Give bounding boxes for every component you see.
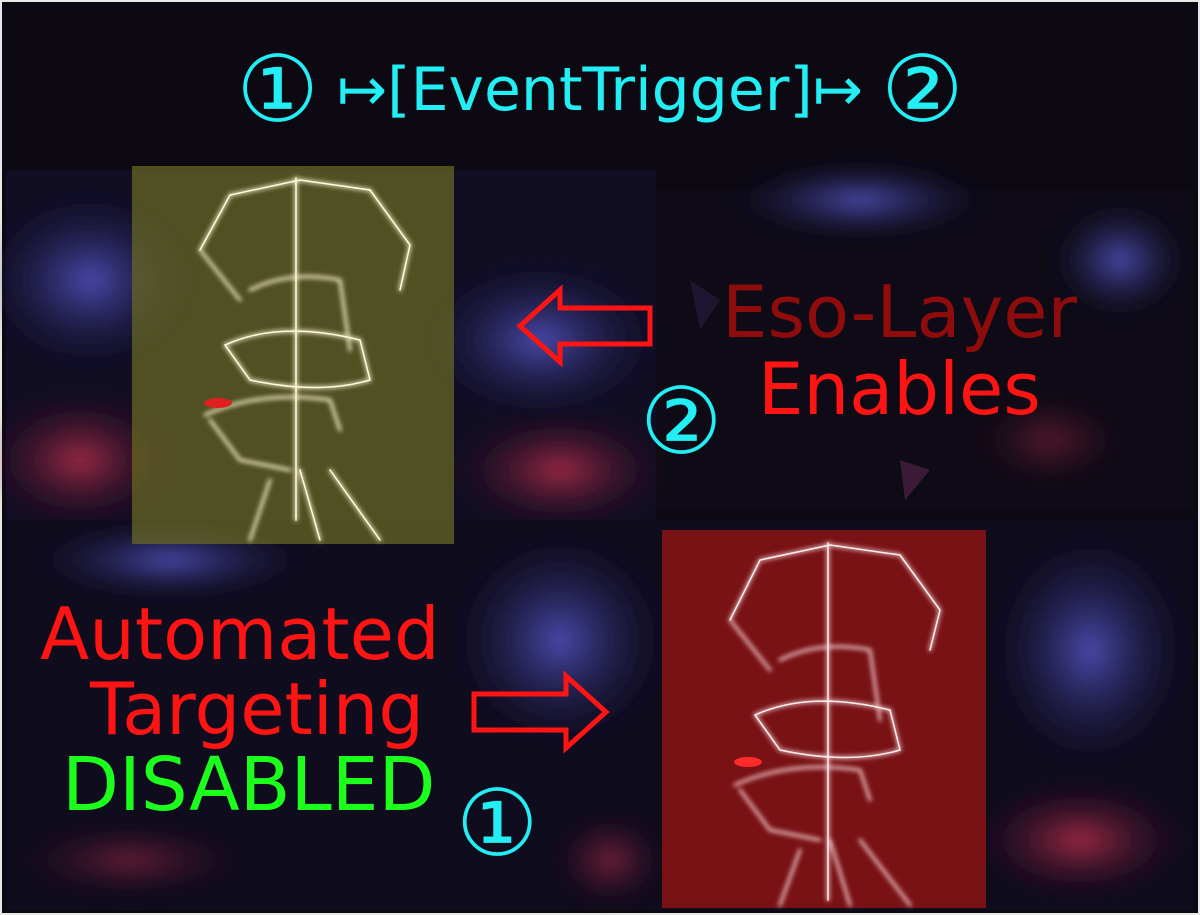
disabled-status: DISABLED xyxy=(62,742,436,828)
targeting-step-marker: ① xyxy=(456,770,539,877)
yellow-tinted-panel xyxy=(132,166,454,544)
eso-enables-label: Enables xyxy=(758,347,1041,431)
eso-step-marker: ② xyxy=(640,368,723,475)
automated-label: Automated xyxy=(40,592,440,676)
outline-left-arrow-icon xyxy=(516,284,653,368)
red-tinted-panel xyxy=(662,530,986,908)
step-two-marker: ② xyxy=(881,36,964,143)
event-trigger-label: ↦[EventTrigger]↦ xyxy=(336,55,864,125)
outline-right-arrow-icon xyxy=(471,670,610,754)
targeting-label: Targeting xyxy=(90,667,425,751)
eso-layer-label: Eso-Layer xyxy=(722,270,1078,354)
step-one-marker: ① xyxy=(236,36,319,143)
event-trigger-header: ① ↦[EventTrigger]↦ ② xyxy=(0,40,1200,140)
